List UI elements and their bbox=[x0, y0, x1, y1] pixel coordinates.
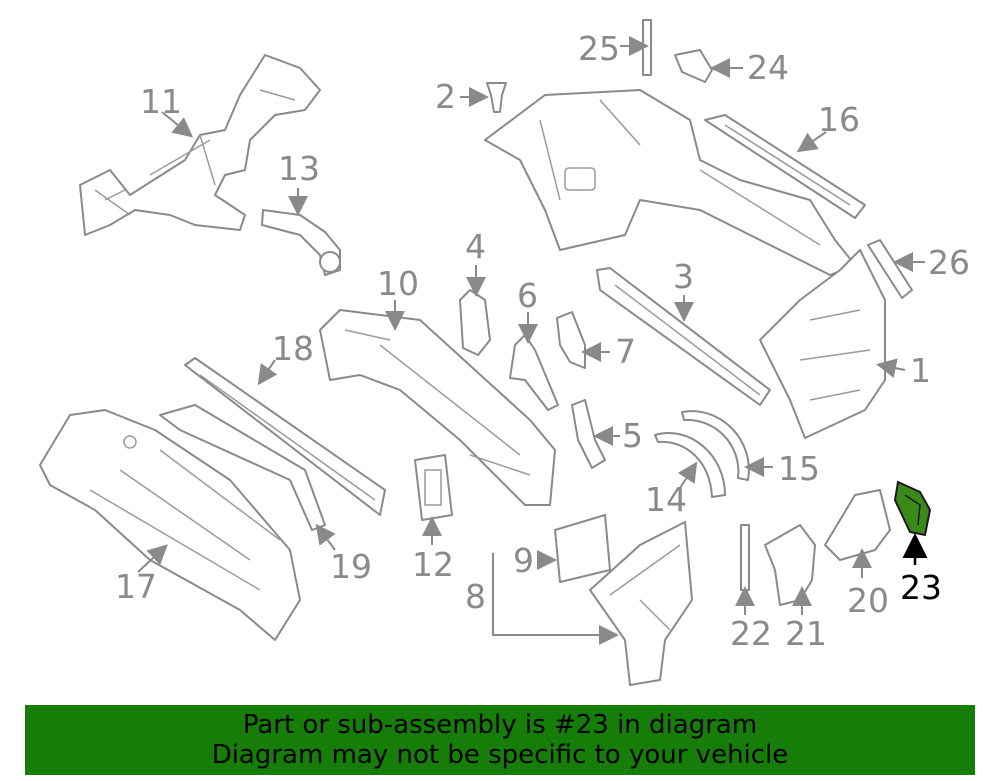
callout-17: 17 bbox=[115, 567, 157, 606]
callout-numbers: 1 2 3 4 5 6 7 8 9 10 11 12 13 14 15 16 1… bbox=[115, 29, 970, 653]
part-25-pin bbox=[642, 19, 652, 76]
callout-21: 21 bbox=[785, 614, 827, 653]
callout-26: 26 bbox=[928, 243, 970, 282]
part-17-lower-cover bbox=[39, 409, 301, 641]
callout-12: 12 bbox=[412, 545, 454, 584]
part-16-trim-strip bbox=[704, 114, 866, 219]
part-9-plate bbox=[554, 514, 611, 583]
part-2-push-clip bbox=[486, 82, 507, 113]
callout-23: 23 bbox=[900, 568, 942, 607]
callout-8: 8 bbox=[465, 577, 486, 616]
part-1-bumper-side bbox=[759, 249, 886, 439]
part-21-bracket bbox=[764, 524, 816, 606]
part-22-rod bbox=[740, 524, 750, 591]
part-23-highlighted bbox=[893, 480, 932, 537]
part-3-absorber bbox=[596, 267, 771, 406]
callout-13: 13 bbox=[278, 149, 320, 188]
part-4-bracket bbox=[459, 289, 491, 356]
callout-3: 3 bbox=[673, 257, 694, 296]
callout-18: 18 bbox=[272, 329, 314, 368]
callout-11: 11 bbox=[140, 82, 182, 121]
part-11-tow-hitch bbox=[79, 54, 321, 236]
callout-16: 16 bbox=[818, 100, 860, 139]
info-banner: Part or sub-assembly is #23 in diagram D… bbox=[25, 705, 975, 775]
part-26-bracket bbox=[867, 239, 913, 299]
callout-22: 22 bbox=[730, 614, 772, 653]
part-5-bracket bbox=[571, 399, 606, 469]
part-12-plate bbox=[414, 454, 453, 521]
part-13-ball-bracket bbox=[261, 209, 341, 276]
leader-lines bbox=[137, 36, 928, 645]
callout-15: 15 bbox=[778, 449, 820, 488]
part-6-bracket bbox=[509, 334, 559, 411]
part-24-clip bbox=[674, 49, 713, 83]
callout-6: 6 bbox=[517, 276, 538, 315]
callout-20: 20 bbox=[847, 581, 889, 620]
part-8-bracket-assembly bbox=[589, 521, 693, 686]
callout-14: 14 bbox=[645, 480, 687, 519]
callout-2: 2 bbox=[435, 77, 456, 116]
callout-5: 5 bbox=[622, 416, 643, 455]
callout-9: 9 bbox=[513, 541, 534, 580]
part-14-arch-liner bbox=[654, 432, 726, 498]
callout-19: 19 bbox=[330, 547, 372, 586]
callout-4: 4 bbox=[465, 227, 486, 266]
part-15-arch-liner bbox=[681, 410, 750, 481]
callout-7: 7 bbox=[615, 332, 636, 371]
callout-1: 1 bbox=[910, 351, 931, 390]
parts-diagram: 1 2 3 4 5 6 7 8 9 10 11 12 13 14 15 16 1… bbox=[39, 19, 970, 686]
part-20-housing bbox=[824, 489, 891, 561]
part-7-bracket bbox=[556, 311, 586, 369]
part-10-reinforcement-beam bbox=[319, 309, 556, 506]
callout-24: 24 bbox=[747, 48, 789, 87]
banner-line-2: Diagram may not be specific to your vehi… bbox=[211, 740, 789, 770]
callout-25: 25 bbox=[578, 29, 620, 68]
part-18-trim bbox=[184, 357, 386, 516]
callout-10: 10 bbox=[377, 264, 419, 303]
banner-line-1: Part or sub-assembly is #23 in diagram bbox=[242, 710, 758, 740]
